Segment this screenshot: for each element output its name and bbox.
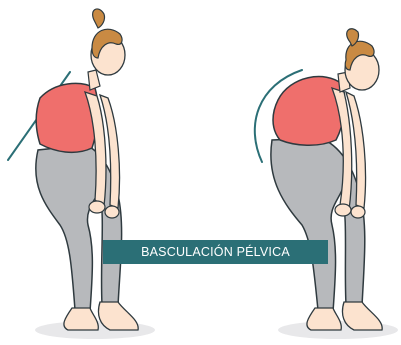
left-foot — [307, 308, 341, 330]
ponytail — [93, 9, 105, 28]
left-foot — [64, 308, 98, 330]
left-hand — [335, 204, 351, 216]
legs — [36, 145, 122, 312]
right-foot — [98, 302, 138, 330]
right-foot — [342, 302, 382, 330]
neck — [88, 70, 100, 90]
title-banner: BASCULACIÓN PÉLVICA — [103, 240, 328, 264]
banner-label: BASCULACIÓN PÉLVICA — [141, 245, 290, 259]
left-hand — [89, 201, 105, 213]
figure-straight-back — [0, 0, 170, 345]
right-hand — [105, 206, 119, 218]
figure-rounded-back — [240, 0, 401, 345]
right-hand — [351, 206, 365, 218]
top-shirt — [273, 77, 345, 146]
